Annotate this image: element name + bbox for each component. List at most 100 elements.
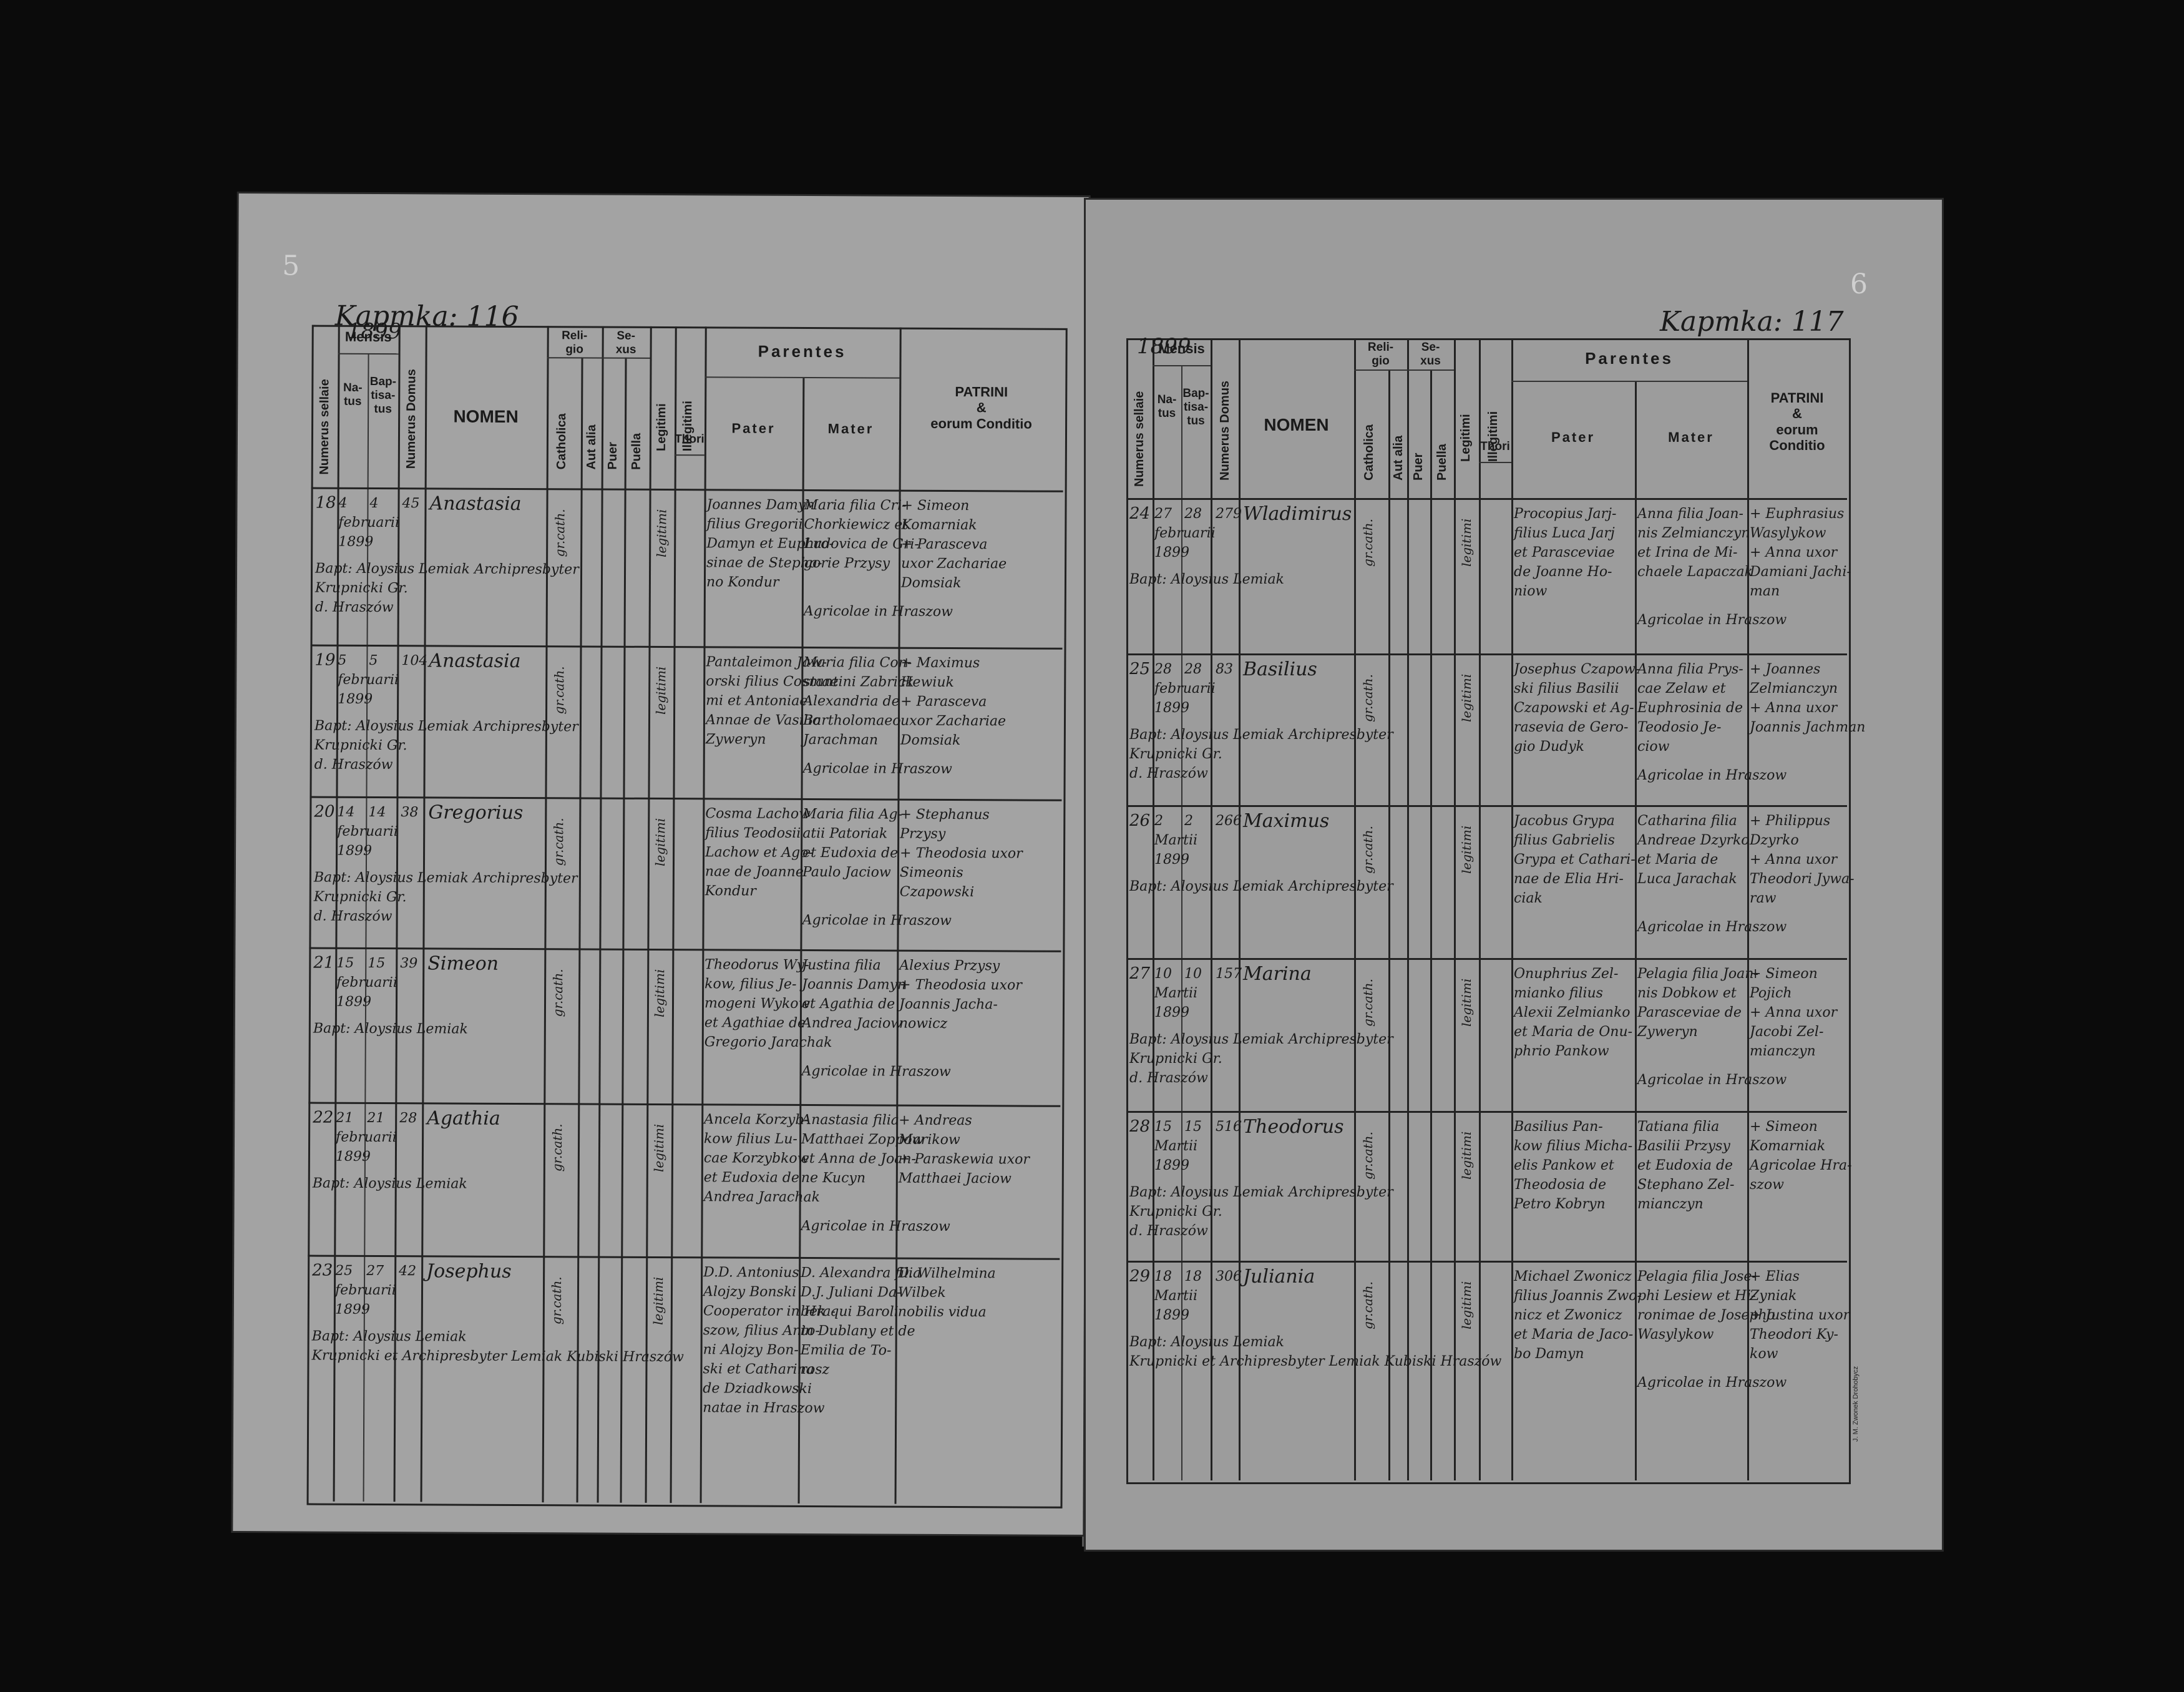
baptizer-note: Bapt: Aloysius Lemiak Archipresbyter Kru… (313, 869, 578, 925)
legitimate-mark: legitimi (1459, 673, 1474, 722)
mater-header: Mater (1668, 429, 1714, 445)
godparents-condition: Agricolae in Hraszow (1637, 1072, 1787, 1088)
baptizer-note: Bapt: Aloysius Lemiak Archipresbyter Kru… (1129, 727, 1393, 781)
baptizer-note: Bapt: Aloysius Lemiak Archipresbyter (1129, 879, 1393, 894)
entry-number: 28 (1129, 1117, 1151, 1136)
house-number: 516 (1216, 1119, 1242, 1135)
religio-header: Reli- gio (562, 329, 588, 356)
legitimate-mark: legitimi (1459, 1131, 1474, 1180)
house-number: 42 (399, 1263, 417, 1279)
catholic-mark: gr.cath. (550, 969, 566, 1017)
entry-number: 18 (315, 493, 336, 512)
legitimi-header: Legitimi (654, 403, 669, 452)
father-details: Michael Zwonicz filius Joannis Zwo- nicz… (1514, 1269, 1642, 1362)
child-name: Gregorius (428, 801, 524, 824)
birth-date: 28 februarii 1899 (1154, 662, 1216, 716)
mother-details: Anna filia Prys- cae Zelaw et Euphrosini… (1637, 662, 1743, 755)
legitimate-mark: legitimi (653, 666, 669, 715)
birth-date: 27 februarii 1899 (1154, 506, 1216, 560)
catholic-mark: gr.cath. (1360, 979, 1375, 1027)
entry-number: 25 (1129, 660, 1151, 678)
godparents-details: + Simeon Komarniak Agricolae Hra- szow (1750, 1119, 1852, 1193)
nomen-header: NOMEN (453, 406, 519, 426)
pater-header: Pater (1551, 429, 1596, 445)
child-name: Theodorus (1243, 1116, 1344, 1138)
catholic-mark: gr.cath. (1360, 1281, 1375, 1329)
godparents-condition: Agricolae in Hraszow (802, 760, 952, 778)
father-details: Josephus Czapow- ski filius Basilii Czap… (1514, 662, 1640, 755)
entry-number: 23 (312, 1261, 333, 1280)
house-number: 279 (1216, 506, 1242, 522)
birth-date: 5 februarii 1899 (338, 652, 399, 707)
father-details: Cosma Lachow filius Teodosii Lachow et A… (704, 806, 813, 899)
pater-header: Pater (731, 420, 776, 436)
godparents-details: + Euphrasius Wasylykow + Anna uxor Damia… (1750, 506, 1851, 599)
puella-header: Puella (1435, 444, 1449, 481)
entry-number: 26 (1129, 811, 1151, 830)
child-name: Anastasia (429, 492, 522, 516)
printer-mark: J. M. Zwonek Drohobycz (1852, 1366, 1860, 1442)
birth-date: 10 Martii 1899 (1154, 966, 1198, 1020)
baptism-date: 15 (1184, 1119, 1202, 1135)
legitimate-mark: legitimi (652, 818, 668, 867)
godparents-details: + Elias Zyniak + Justina uxor Theodori K… (1750, 1269, 1850, 1362)
house-number: 28 (399, 1110, 417, 1127)
catholic-mark: gr.cath. (549, 1123, 565, 1172)
catholic-mark: gr.cath. (1360, 519, 1375, 567)
godparents-details: D. Wilhelmina Wilbek nobilis vidua (897, 1265, 996, 1321)
house-number: 45 (402, 496, 420, 512)
mother-details: Anna filia Joan- nis Zelmianczyn et Irin… (1637, 506, 1753, 580)
catholic-mark: gr.cath. (550, 818, 567, 866)
illegitimi-header: Illegitimi (1486, 411, 1500, 462)
legitimate-mark: legitimi (1459, 1281, 1474, 1329)
father-details: Onuphrius Zel- mianko filius Alexii Zelm… (1514, 966, 1633, 1059)
left-register-page: 5 Kapmka: 116 Mensis Na- tus Bap- tisa- … (233, 193, 1089, 1535)
aut-alia-header: Aut alia (1392, 435, 1405, 481)
mother-details: Justina filia Joannis Damyn et Agathia d… (801, 957, 907, 1032)
patrini-header: PATRINI & eorum Conditio (930, 384, 1032, 432)
godparents-condition: Agricolae in Hraszow (802, 912, 952, 929)
child-name: Agathia (427, 1107, 500, 1130)
birth-date: 4 februarii 1899 (338, 495, 400, 550)
godparents-condition: Agricolae in Hraszow (1637, 919, 1787, 935)
baptism-date: 27 (366, 1263, 384, 1279)
patrini-header: PATRINI & eorum Conditio (1769, 390, 1825, 453)
baptism-date: 28 (1184, 506, 1202, 522)
godparents-details: + Simeon Komarniak + Parasceva uxor Zach… (900, 497, 1007, 592)
baptism-date: 5 (369, 652, 378, 669)
house-number: 104 (401, 653, 428, 669)
child-name: Simeon (427, 952, 499, 975)
sexus-header: Se- xus (615, 329, 636, 356)
baptisatus-header: Bap- tisa- tus (369, 374, 397, 416)
catholic-mark: gr.cath. (1360, 674, 1375, 722)
baptism-date: 18 (1184, 1269, 1202, 1284)
numerus-domus-header: Numerus Domus (404, 369, 419, 469)
entry-number: 20 (314, 802, 335, 821)
godparents-details: Alexius Przysy + Theodosia uxor Joannis … (899, 957, 1022, 1032)
mother-details: Tatiana filia Basilii Przysy et Eudoxia … (1637, 1119, 1735, 1212)
parentes-header: Parentes (758, 341, 847, 361)
baptizer-note: Bapt: Aloysius Lemiak Archipresbyter Kru… (314, 718, 578, 773)
register-year: 1899 (1137, 334, 1191, 359)
legitimate-mark: legitimi (1459, 825, 1474, 874)
birth-date: 14 februarii 1899 (337, 804, 398, 859)
religio-header: Reli- gio (1367, 341, 1394, 368)
numerus-sellae-header: Numerus sellaie (317, 379, 332, 475)
godparents-details: + Maximus Hewiuk + Parasceva uxor Zachar… (900, 655, 1007, 749)
birth-date: 25 februarii 1899 (334, 1263, 396, 1318)
mother-details: Maria filia Ag- atii Patoriak et Eudoxia… (802, 806, 902, 881)
catholic-mark: gr.cath. (552, 666, 567, 715)
child-name: Juliania (1243, 1266, 1315, 1288)
baptism-date: 10 (1184, 966, 1202, 982)
puella-header: Puella (629, 433, 644, 470)
baptism-date: 4 (369, 495, 379, 512)
legitimate-mark: legitimi (651, 1123, 667, 1173)
baptism-date: 28 (1184, 662, 1202, 677)
legitimate-mark: legitimi (650, 1276, 666, 1326)
birth-date: 18 Martii 1899 (1154, 1269, 1198, 1323)
thori-header: Thori (1480, 440, 1510, 453)
